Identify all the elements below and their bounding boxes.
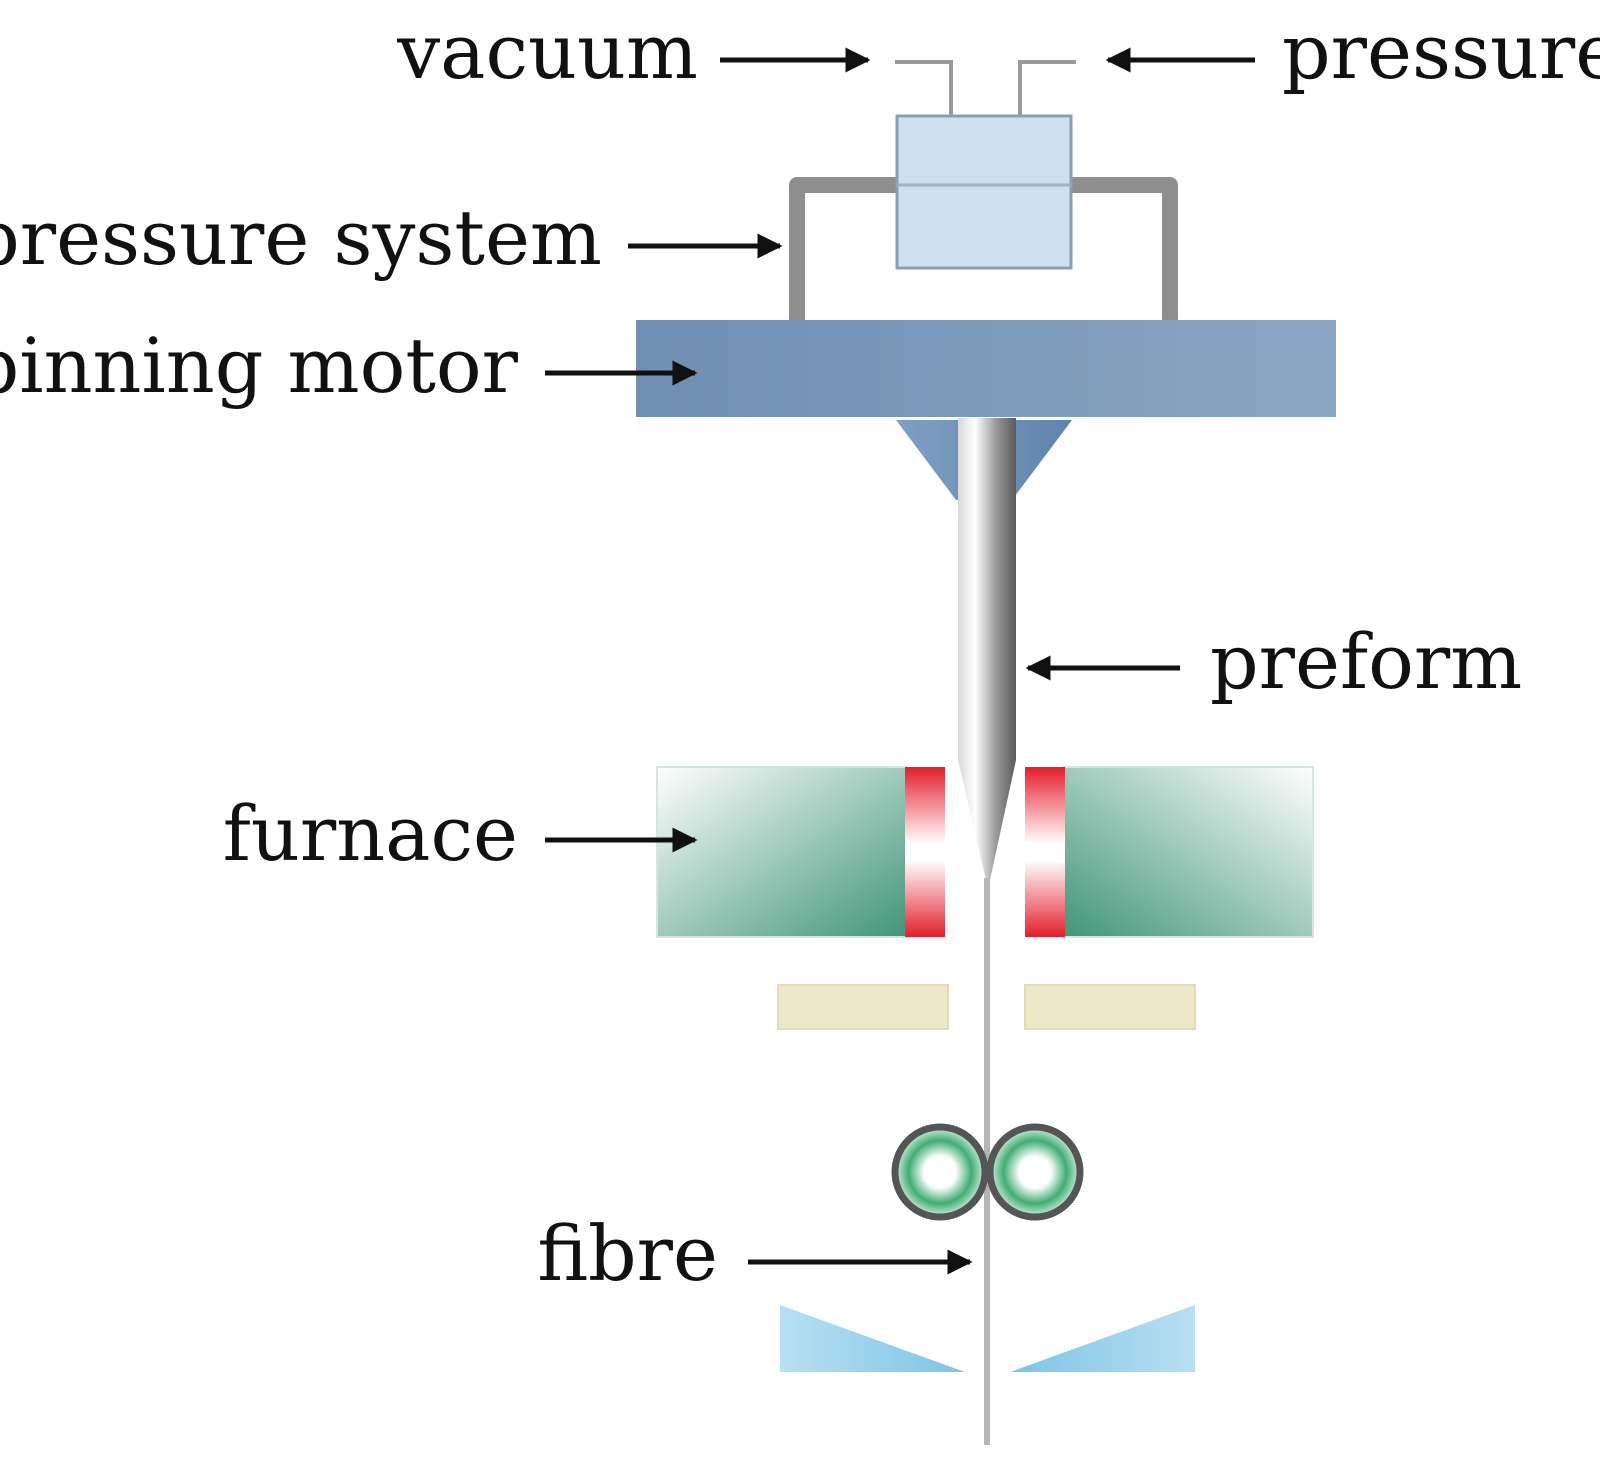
preform	[958, 418, 1016, 880]
spinning-motor	[636, 320, 1336, 417]
furnace	[656, 766, 1314, 938]
coating-unit	[777, 984, 1196, 1030]
label-arrows	[545, 47, 1255, 1275]
gas-inlet-lines	[895, 60, 1076, 116]
pressure-line	[1018, 60, 1076, 116]
capstan-rollers	[891, 1123, 1084, 1221]
guide-right	[1010, 1305, 1195, 1372]
furnace-left-block	[656, 766, 908, 938]
label-pressure: pressure	[1282, 7, 1600, 96]
capstan-left	[891, 1123, 989, 1221]
label-vacuum: vacuum	[396, 7, 698, 96]
heater-right	[1025, 767, 1065, 937]
coating-left	[777, 984, 949, 1030]
label-pressure-system: pressure system	[0, 193, 602, 282]
heater-left	[905, 767, 945, 937]
capstan-right	[986, 1123, 1084, 1221]
vacuum-line	[895, 60, 953, 116]
fibre-guide	[780, 1305, 1195, 1372]
coating-right	[1024, 984, 1196, 1030]
label-spinning-motor: spinning motor	[0, 321, 519, 410]
label-furnace: furnace	[223, 789, 518, 878]
label-preform: preform	[1210, 617, 1522, 706]
furnace-right-block	[1062, 766, 1314, 938]
pressure-box	[895, 114, 1073, 270]
label-fibre: fibre	[537, 1209, 718, 1298]
guide-left	[780, 1305, 965, 1372]
